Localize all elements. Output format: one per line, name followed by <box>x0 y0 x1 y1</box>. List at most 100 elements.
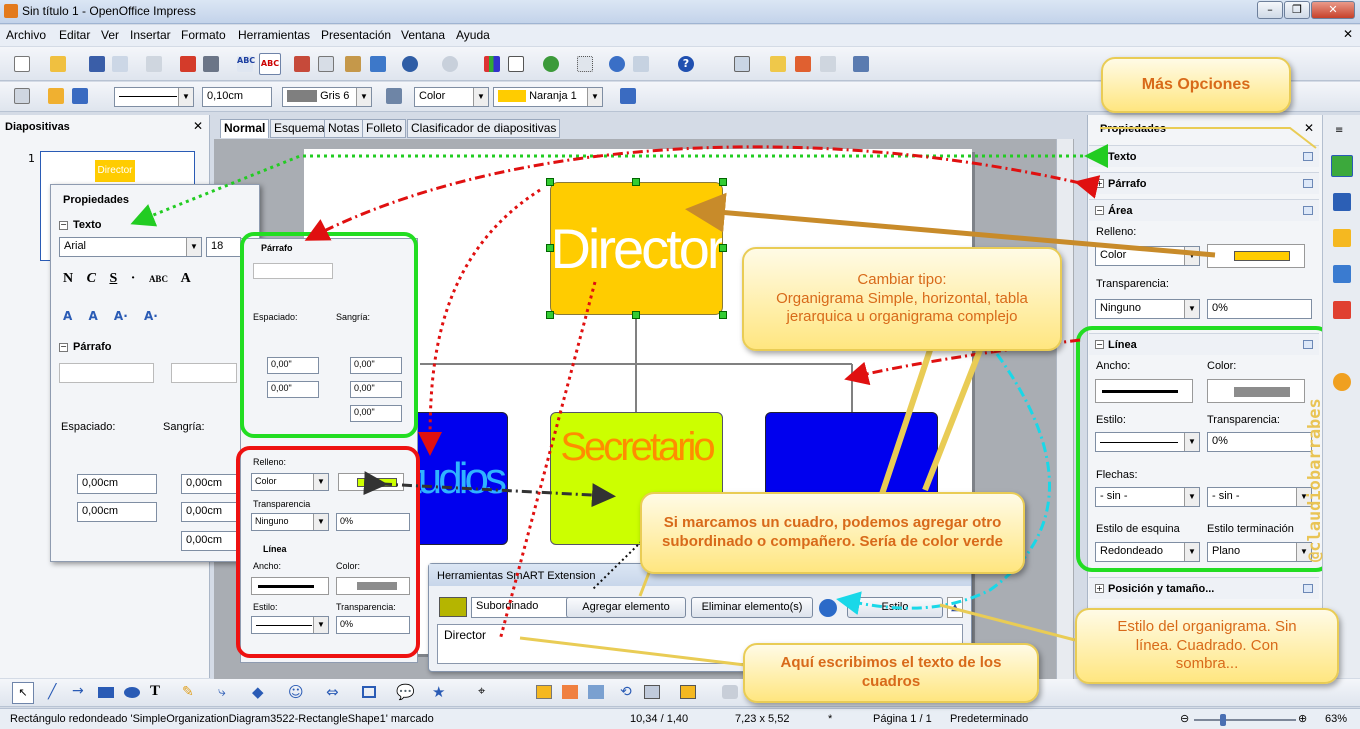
zoom-in-icon[interactable]: ⊕ <box>1298 713 1308 725</box>
right-line-color-button[interactable] <box>1207 379 1305 403</box>
texto-more-options-icon[interactable] <box>1303 152 1313 161</box>
zoom-out-icon[interactable]: ⊖ <box>1180 713 1190 725</box>
section-posicion[interactable]: +Posición y tamaño... <box>1089 577 1319 599</box>
tab-notas[interactable]: Notas <box>324 119 364 138</box>
spacing-below-field[interactable]: 0,00cm <box>77 502 157 522</box>
mid-val-4[interactable]: 0,00" <box>350 381 402 398</box>
slides-pane-close-icon[interactable]: ✕ <box>193 119 204 133</box>
slide2-icon[interactable] <box>795 56 811 72</box>
spellcheck-icon[interactable]: ABC <box>237 56 255 72</box>
shadow-icon[interactable] <box>620 88 636 104</box>
master-pages-icon[interactable] <box>1333 193 1351 211</box>
fill-bucket-icon[interactable] <box>386 88 402 104</box>
linea-more-options-icon[interactable] <box>1303 340 1313 349</box>
menu-ayuda[interactable]: Ayuda <box>456 28 490 42</box>
properties-tab-icon[interactable] <box>1331 155 1353 177</box>
zoom-slider[interactable] <box>1194 714 1296 726</box>
mid-line-color-button[interactable] <box>336 577 410 595</box>
animation-icon[interactable] <box>1333 265 1351 283</box>
extrusion-icon[interactable] <box>722 685 738 699</box>
stars-icon[interactable]: ★ <box>432 683 446 701</box>
close-document-icon[interactable]: ✕ <box>1343 27 1354 41</box>
right-arrow-start-select[interactable]: - sin -▼ <box>1095 487 1200 507</box>
tab-esquema[interactable]: Esquema <box>270 119 329 138</box>
right-transp2-field[interactable]: 0% <box>1207 432 1312 452</box>
copy-icon[interactable] <box>318 56 334 72</box>
help-icon[interactable]: ? <box>678 56 694 72</box>
align-icon[interactable] <box>644 685 660 699</box>
line-icon[interactable]: ╱ <box>48 684 57 700</box>
right-trans-pct[interactable]: 0% <box>1207 299 1312 319</box>
rectangle-icon[interactable] <box>98 687 114 698</box>
block-arrows-icon[interactable]: ⇔ <box>326 683 339 701</box>
menu-herramientas[interactable]: Herramientas <box>238 28 311 42</box>
smart-remove-button[interactable]: Eliminar elemento(s) <box>691 597 813 618</box>
display-icon[interactable] <box>734 56 750 72</box>
arrow-line-icon[interactable]: → <box>72 683 84 699</box>
mid-trans-select[interactable]: Ninguno▼ <box>251 513 329 531</box>
status-modified[interactable]: * <box>828 713 833 725</box>
spacing-above-field[interactable]: 0,00cm <box>77 474 157 494</box>
sidebar-menu-icon[interactable]: ≡ <box>1335 125 1344 136</box>
menu-formato[interactable]: Formato <box>181 28 226 42</box>
right-props-close-icon[interactable]: ✕ <box>1304 121 1315 135</box>
mid-val-3[interactable]: 0,00" <box>267 381 319 398</box>
posicion-more-options-icon[interactable] <box>1303 584 1313 593</box>
open-icon[interactable] <box>50 56 66 72</box>
emoticon-icon[interactable] <box>543 56 559 72</box>
arrange-icon[interactable] <box>680 685 696 699</box>
gallery-icon[interactable] <box>1333 229 1351 247</box>
arrow-style-icon[interactable] <box>72 88 88 104</box>
area-more-options-icon[interactable] <box>1303 206 1313 215</box>
mid-align-buttons[interactable] <box>253 263 333 279</box>
connector-icon[interactable]: ⤷ <box>218 684 226 700</box>
mid-line-width-button[interactable] <box>251 577 329 595</box>
new-icon[interactable] <box>14 56 30 72</box>
right-trans-select[interactable]: Ninguno▼ <box>1095 299 1200 319</box>
fill-color-select[interactable]: Naranja 1▼ <box>493 87 603 107</box>
tab-clasificador[interactable]: Clasificador de diapositivas <box>407 119 561 138</box>
section-linea[interactable]: −Línea <box>1089 333 1319 355</box>
text-icon[interactable]: T <box>150 683 161 699</box>
fill-type-select[interactable]: Color▼ <box>414 87 489 107</box>
line-width-field[interactable]: 0,10cm <box>202 87 272 107</box>
ellipse-icon[interactable] <box>124 687 140 698</box>
right-line-style-select[interactable]: ▼ <box>1095 432 1200 452</box>
table-icon[interactable] <box>508 56 524 72</box>
minimize-button[interactable]: – <box>1257 1 1283 19</box>
font-name-select[interactable]: Arial▼ <box>59 237 202 257</box>
print-icon[interactable] <box>203 56 219 72</box>
menu-presentacion[interactable]: Presentación <box>321 28 392 42</box>
cut-icon[interactable] <box>294 56 310 72</box>
line-style-select[interactable]: ▼ <box>114 87 194 107</box>
select-icon[interactable]: ↖ <box>12 682 34 704</box>
pdf-icon[interactable] <box>180 56 196 72</box>
chart-icon[interactable] <box>484 56 500 72</box>
slide3-icon[interactable] <box>820 56 836 72</box>
right-arrow-end-select[interactable]: - sin -▼ <box>1207 487 1312 507</box>
mid-relleno-select[interactable]: Color▼ <box>251 473 329 491</box>
navigator-icon[interactable] <box>609 56 625 72</box>
undo-icon[interactable] <box>402 56 418 72</box>
maximize-button[interactable]: ❐ <box>1284 1 1310 19</box>
menu-ver[interactable]: Ver <box>101 28 120 42</box>
align-buttons[interactable] <box>59 363 154 383</box>
right-corner-select[interactable]: Redondeado▼ <box>1095 542 1200 562</box>
tab-normal[interactable]: Normal <box>220 119 270 138</box>
menu-editar[interactable]: Editar <box>59 28 91 42</box>
parrafo-more-options-icon[interactable] <box>1303 179 1313 188</box>
mid-val-1[interactable]: 0,00" <box>267 357 319 374</box>
edit-icon[interactable] <box>146 56 162 72</box>
save-icon[interactable] <box>89 56 105 72</box>
collapse-parrafo-icon[interactable]: − <box>59 342 68 352</box>
collapse-icon[interactable]: − <box>59 220 68 230</box>
valign-buttons[interactable] <box>171 363 237 383</box>
zoom-icon[interactable] <box>633 56 649 72</box>
curve-icon[interactable]: ✎ <box>182 684 194 700</box>
mid-line-style-select[interactable]: ▼ <box>251 616 329 634</box>
styles-icon[interactable] <box>14 88 30 104</box>
right-cap-select[interactable]: Plano▼ <box>1207 542 1312 562</box>
autospell-icon[interactable]: ABC <box>259 53 281 75</box>
tab-folleto[interactable]: Folleto <box>362 119 407 138</box>
gallery-tool-icon[interactable] <box>588 685 604 699</box>
